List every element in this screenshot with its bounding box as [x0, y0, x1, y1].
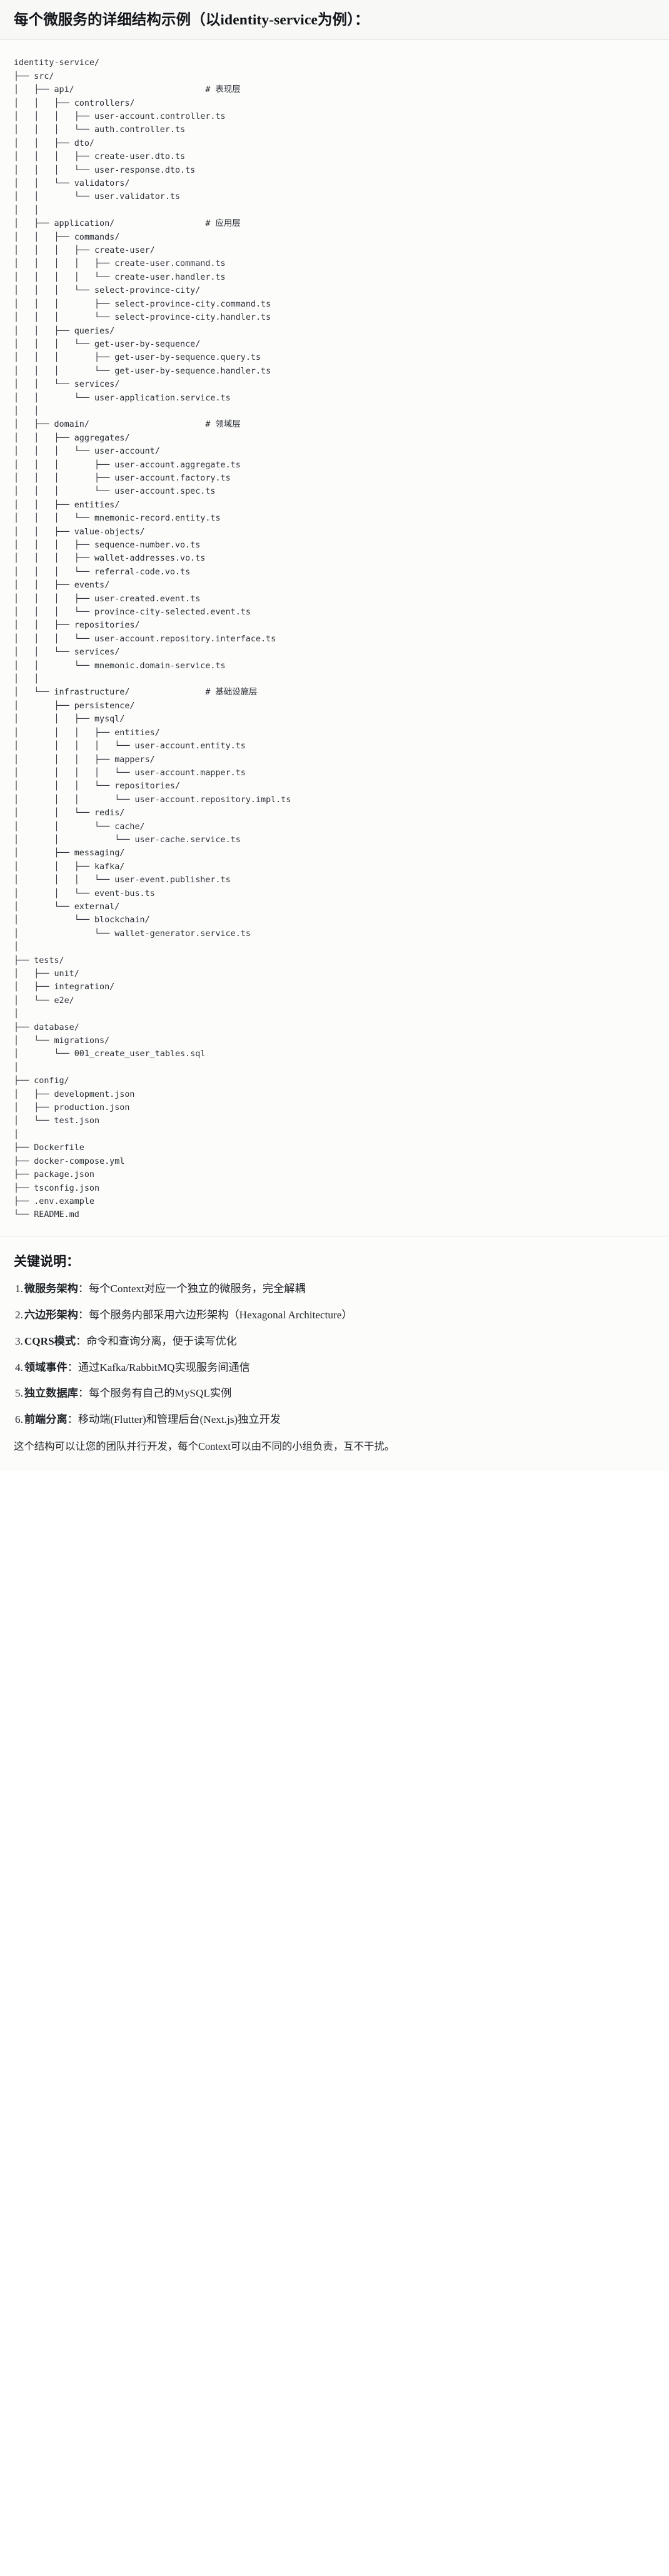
key-notes-list: 1.微服务架构：每个Context对应一个独立的微服务，完全解耦 2.六边形架构… [14, 1281, 655, 1428]
document-header: 每个微服务的详细结构示例（以identity-service为例）： [0, 0, 669, 41]
directory-tree: identity-service/ ├── src/ │ ├── api/ # … [14, 58, 291, 1220]
list-item-term: 领域事件 [24, 1361, 68, 1373]
list-item: 6.前端分离：移动端(Flutter)和管理后台(Next.js)独立开发 [14, 1412, 655, 1428]
list-item-term: 前端分离 [24, 1413, 68, 1426]
list-item-separator: ： [78, 1387, 89, 1400]
list-item: 3.CQRS模式：命令和查询分离，便于读写优化 [14, 1334, 655, 1350]
list-item-number: 3. [15, 1335, 23, 1347]
closing-paragraph: 这个结构可以让您的团队并行开发，每个Context可以由不同的小组负责，互不干扰… [14, 1440, 395, 1453]
document-page: 每个微服务的详细结构示例（以identity-service为例）： ident… [0, 0, 669, 1471]
list-item-separator: ： [78, 1308, 89, 1321]
list-item: 4.领域事件：通过Kafka/RabbitMQ实现服务间通信 [14, 1360, 655, 1376]
list-item-description: 通过Kafka/RabbitMQ实现服务间通信 [78, 1361, 250, 1373]
list-item-number: 4. [15, 1361, 23, 1373]
list-item-description: 每个服务内部采用六边形架构（Hexagonal Architecture） [89, 1308, 353, 1321]
list-item-description: 移动端(Flutter)和管理后台(Next.js)独立开发 [78, 1413, 281, 1426]
list-item-term: 六边形架构 [24, 1308, 78, 1321]
page-title: 每个微服务的详细结构示例（以identity-service为例）： [14, 12, 370, 28]
list-item-description: 每个Context对应一个独立的微服务，完全解耦 [89, 1282, 306, 1295]
list-item-term: 微服务架构 [24, 1282, 78, 1295]
list-item-description: 命令和查询分离，便于读写优化 [86, 1335, 237, 1347]
list-item-term: 独立数据库 [24, 1387, 78, 1400]
key-notes-title: 关键说明： [14, 1253, 79, 1269]
list-item-separator: ： [67, 1413, 78, 1426]
list-item-number: 1. [15, 1282, 23, 1295]
key-notes-section: 关键说明： 1.微服务架构：每个Context对应一个独立的微服务，完全解耦 2… [0, 1235, 669, 1471]
list-item-term: CQRS模式 [24, 1335, 76, 1347]
list-item: 1.微服务架构：每个Context对应一个独立的微服务，完全解耦 [14, 1281, 655, 1297]
list-item-description: 每个服务有自己的MySQL实例 [89, 1387, 232, 1400]
list-item-number: 5. [15, 1387, 23, 1400]
list-item: 2.六边形架构：每个服务内部采用六边形架构（Hexagonal Architec… [14, 1308, 655, 1323]
list-item-number: 2. [15, 1308, 23, 1321]
list-item: 5.独立数据库：每个服务有自己的MySQL实例 [14, 1386, 655, 1402]
list-item-separator: ： [67, 1361, 78, 1373]
list-item-number: 6. [15, 1413, 23, 1426]
list-item-separator: ： [78, 1282, 89, 1295]
list-item-separator: ： [76, 1335, 87, 1347]
directory-tree-block: identity-service/ ├── src/ │ ├── api/ # … [0, 40, 669, 1236]
